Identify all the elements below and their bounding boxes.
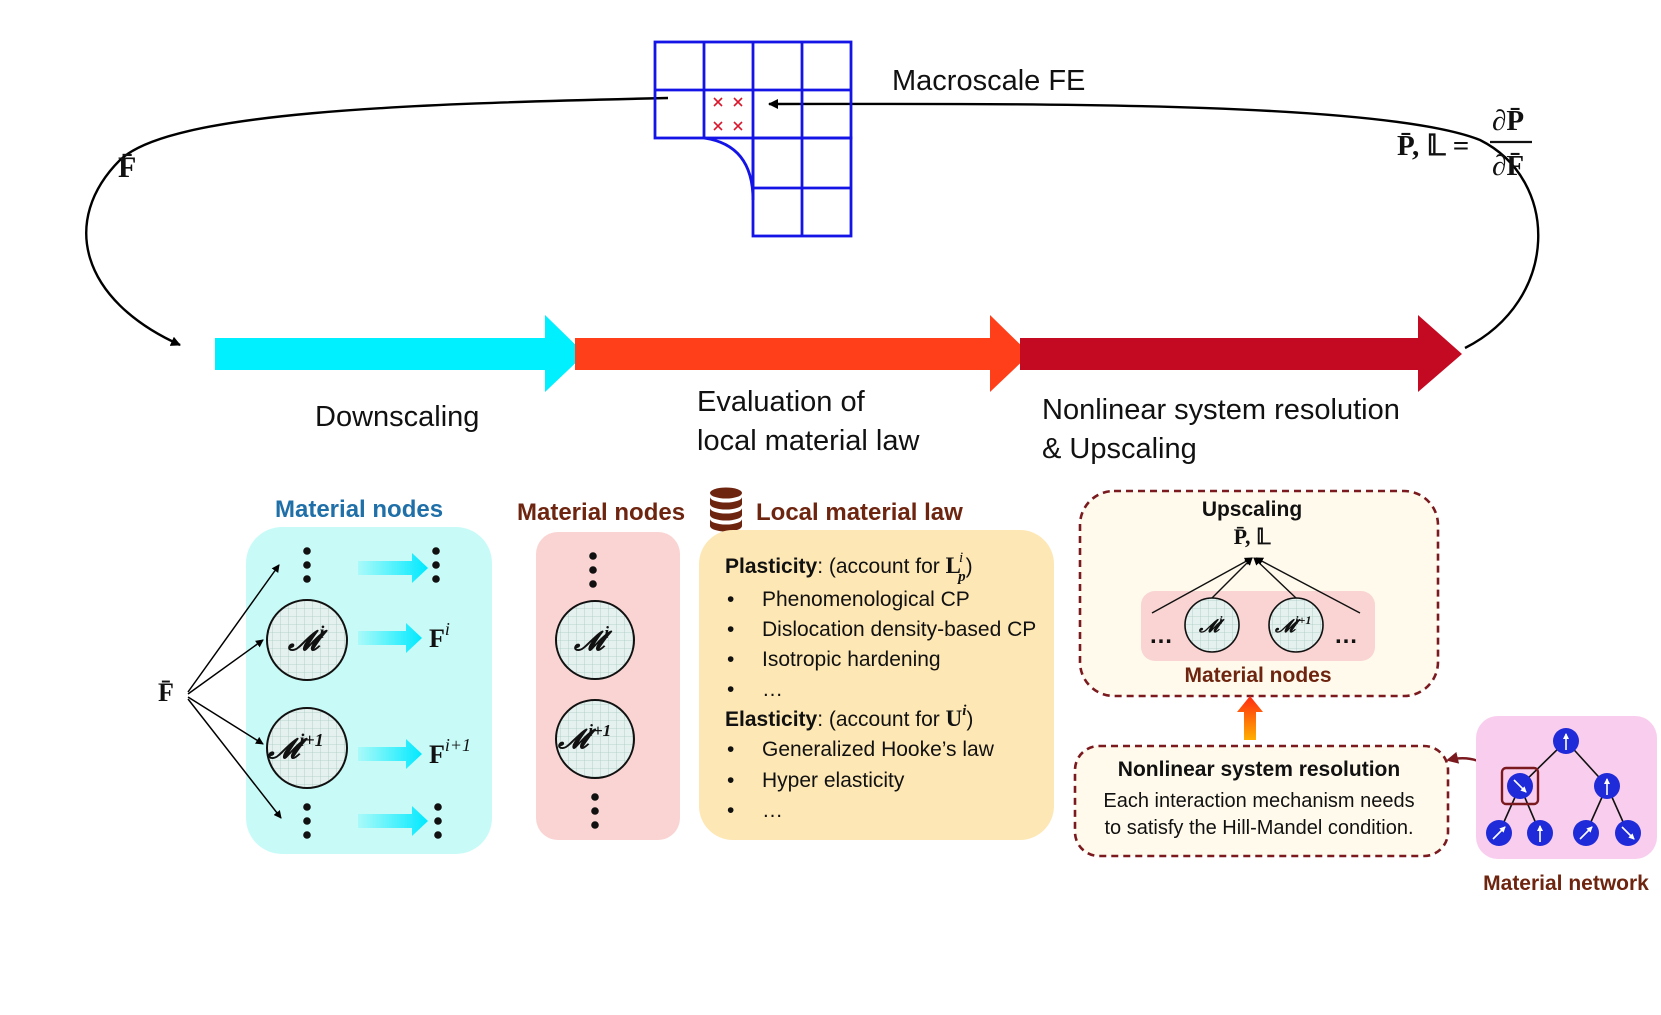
evaluation-nodes-title: Material nodes xyxy=(517,499,685,526)
fan-arrow-i xyxy=(187,639,264,695)
left-fbar-symbol: F̄ xyxy=(118,151,136,184)
feedback-loop xyxy=(85,96,1540,350)
bullet: • xyxy=(727,799,734,822)
bullet: • xyxy=(727,678,734,701)
downscaling-panel: Material nodes F̄ 𝓜i 𝓜i+1 Fi Fi+1 xyxy=(158,496,492,854)
evaluation-panel: Material nodes Local material law 𝓜i 𝓜i+… xyxy=(517,487,1054,840)
integration-points xyxy=(713,97,743,131)
upscaling-node-i1 xyxy=(1268,597,1324,653)
fade-arrow-bottom xyxy=(358,806,428,836)
material-network-label: Material network xyxy=(1483,872,1649,895)
upscaling-title: Upscaling xyxy=(1202,498,1302,521)
material-node-i1 xyxy=(266,707,348,789)
vertical-dots-icon xyxy=(589,552,599,829)
upscaling-node-i-label: 𝓜i xyxy=(1198,613,1225,636)
fade-arrow-i1 xyxy=(358,739,422,769)
plasticity-item: … xyxy=(762,678,783,701)
resolution-panel: Upscaling P̄, 𝕃 … 𝓜i 𝓜i+1 … Material nod… xyxy=(1073,489,1657,895)
evaluation-nodes-bg xyxy=(536,532,680,840)
stage-label-downscaling: Downscaling xyxy=(315,401,479,433)
output-f-i1: Fi+1 xyxy=(429,735,471,769)
up-arrow xyxy=(1237,696,1263,740)
elasticity-item: Generalized Hooke’s law xyxy=(762,738,995,761)
eval-material-node-i xyxy=(555,600,635,680)
fan-arrow-bottom xyxy=(187,698,282,819)
stage-arrow-downscaling xyxy=(215,315,585,392)
elasticity-item: … xyxy=(762,799,783,822)
upscaling-node-i xyxy=(1184,597,1240,653)
eval-material-node-i1 xyxy=(555,699,635,779)
bullet: • xyxy=(727,618,734,641)
material-node-i xyxy=(266,599,348,681)
nonlinear-title: Nonlinear system resolution xyxy=(1118,758,1400,781)
nonlinear-line-1: Each interaction mechanism needs xyxy=(1103,790,1414,812)
nonlinear-line-2: to satisfy the Hill-Mandel condition. xyxy=(1104,817,1413,839)
fe-mesh xyxy=(653,40,853,238)
upscaling-node-i1-label: 𝓜i+1 xyxy=(1274,613,1311,636)
elasticity-item: Hyper elasticity xyxy=(762,769,905,792)
right-loop-arrow xyxy=(768,98,1540,350)
elasticity-list: • Generalized Hooke’s law • Hyper elasti… xyxy=(727,738,995,822)
upscaling-nodes-label: Material nodes xyxy=(1184,664,1331,687)
plasticity-list: • Phenomenological CP • Dislocation dens… xyxy=(727,588,1036,701)
process-arrow xyxy=(215,315,1462,392)
bullet: • xyxy=(727,769,734,792)
stage-label-evaluation-1: Evaluation of xyxy=(697,386,866,418)
material-network-bg xyxy=(1476,716,1657,859)
right-equation: P̄, 𝕃 = ∂P̄ ∂F̄ xyxy=(1397,105,1532,182)
ellipsis-right: … xyxy=(1334,622,1358,649)
stage-label-evaluation-2: local material law xyxy=(697,425,920,457)
equation-numerator: ∂P̄ xyxy=(1492,105,1524,137)
local-law-bg xyxy=(699,530,1054,840)
material-network-nodes xyxy=(1486,728,1641,846)
database-icon xyxy=(710,487,742,532)
left-loop-arrow xyxy=(85,96,669,347)
fan-arrow-top xyxy=(187,564,280,693)
equation-lhs: P̄, 𝕃 = xyxy=(1397,130,1469,162)
eval-material-node-i-label: 𝓜i xyxy=(573,623,613,656)
stage-arrow-resolution xyxy=(1020,315,1462,392)
downscaling-panel-title: Material nodes xyxy=(275,496,443,523)
fe-label: Macroscale FE xyxy=(892,65,1085,97)
local-law-title: Local material law xyxy=(756,499,963,526)
fade-arrow-top xyxy=(358,553,428,583)
plasticity-item: Dislocation density-based CP xyxy=(762,618,1036,641)
downscaling-input-fbar: F̄ xyxy=(158,678,174,707)
highlighted-network-node xyxy=(1500,766,1540,806)
upscaling-connections xyxy=(1151,557,1361,614)
bullet: • xyxy=(727,738,734,761)
plasticity-item: Isotropic hardening xyxy=(762,648,941,671)
stage-label-resolution-1: Nonlinear system resolution xyxy=(1042,394,1400,426)
stage-arrow-evaluation xyxy=(575,315,1030,392)
stage-label-resolution-2: & Upscaling xyxy=(1042,433,1197,465)
downscaling-panel-bg xyxy=(246,527,492,854)
equation-denominator: ∂F̄ xyxy=(1492,150,1524,182)
material-node-i-label: 𝓜i xyxy=(287,622,328,657)
vertical-dots-icon xyxy=(303,547,442,839)
elasticity-line: Elasticity: (account for Ui) xyxy=(725,703,973,731)
plasticity-item: Phenomenological CP xyxy=(762,588,970,611)
bullet: • xyxy=(727,588,734,611)
fade-arrow-i xyxy=(358,623,422,653)
ellipsis-left: … xyxy=(1149,622,1173,649)
fan-arrow-i1 xyxy=(187,696,264,745)
upscaling-symbol: P̄, 𝕃 xyxy=(1234,524,1271,549)
bullet: • xyxy=(727,648,734,671)
output-f-i: Fi xyxy=(429,619,450,653)
nonlinear-box xyxy=(1073,744,1450,858)
